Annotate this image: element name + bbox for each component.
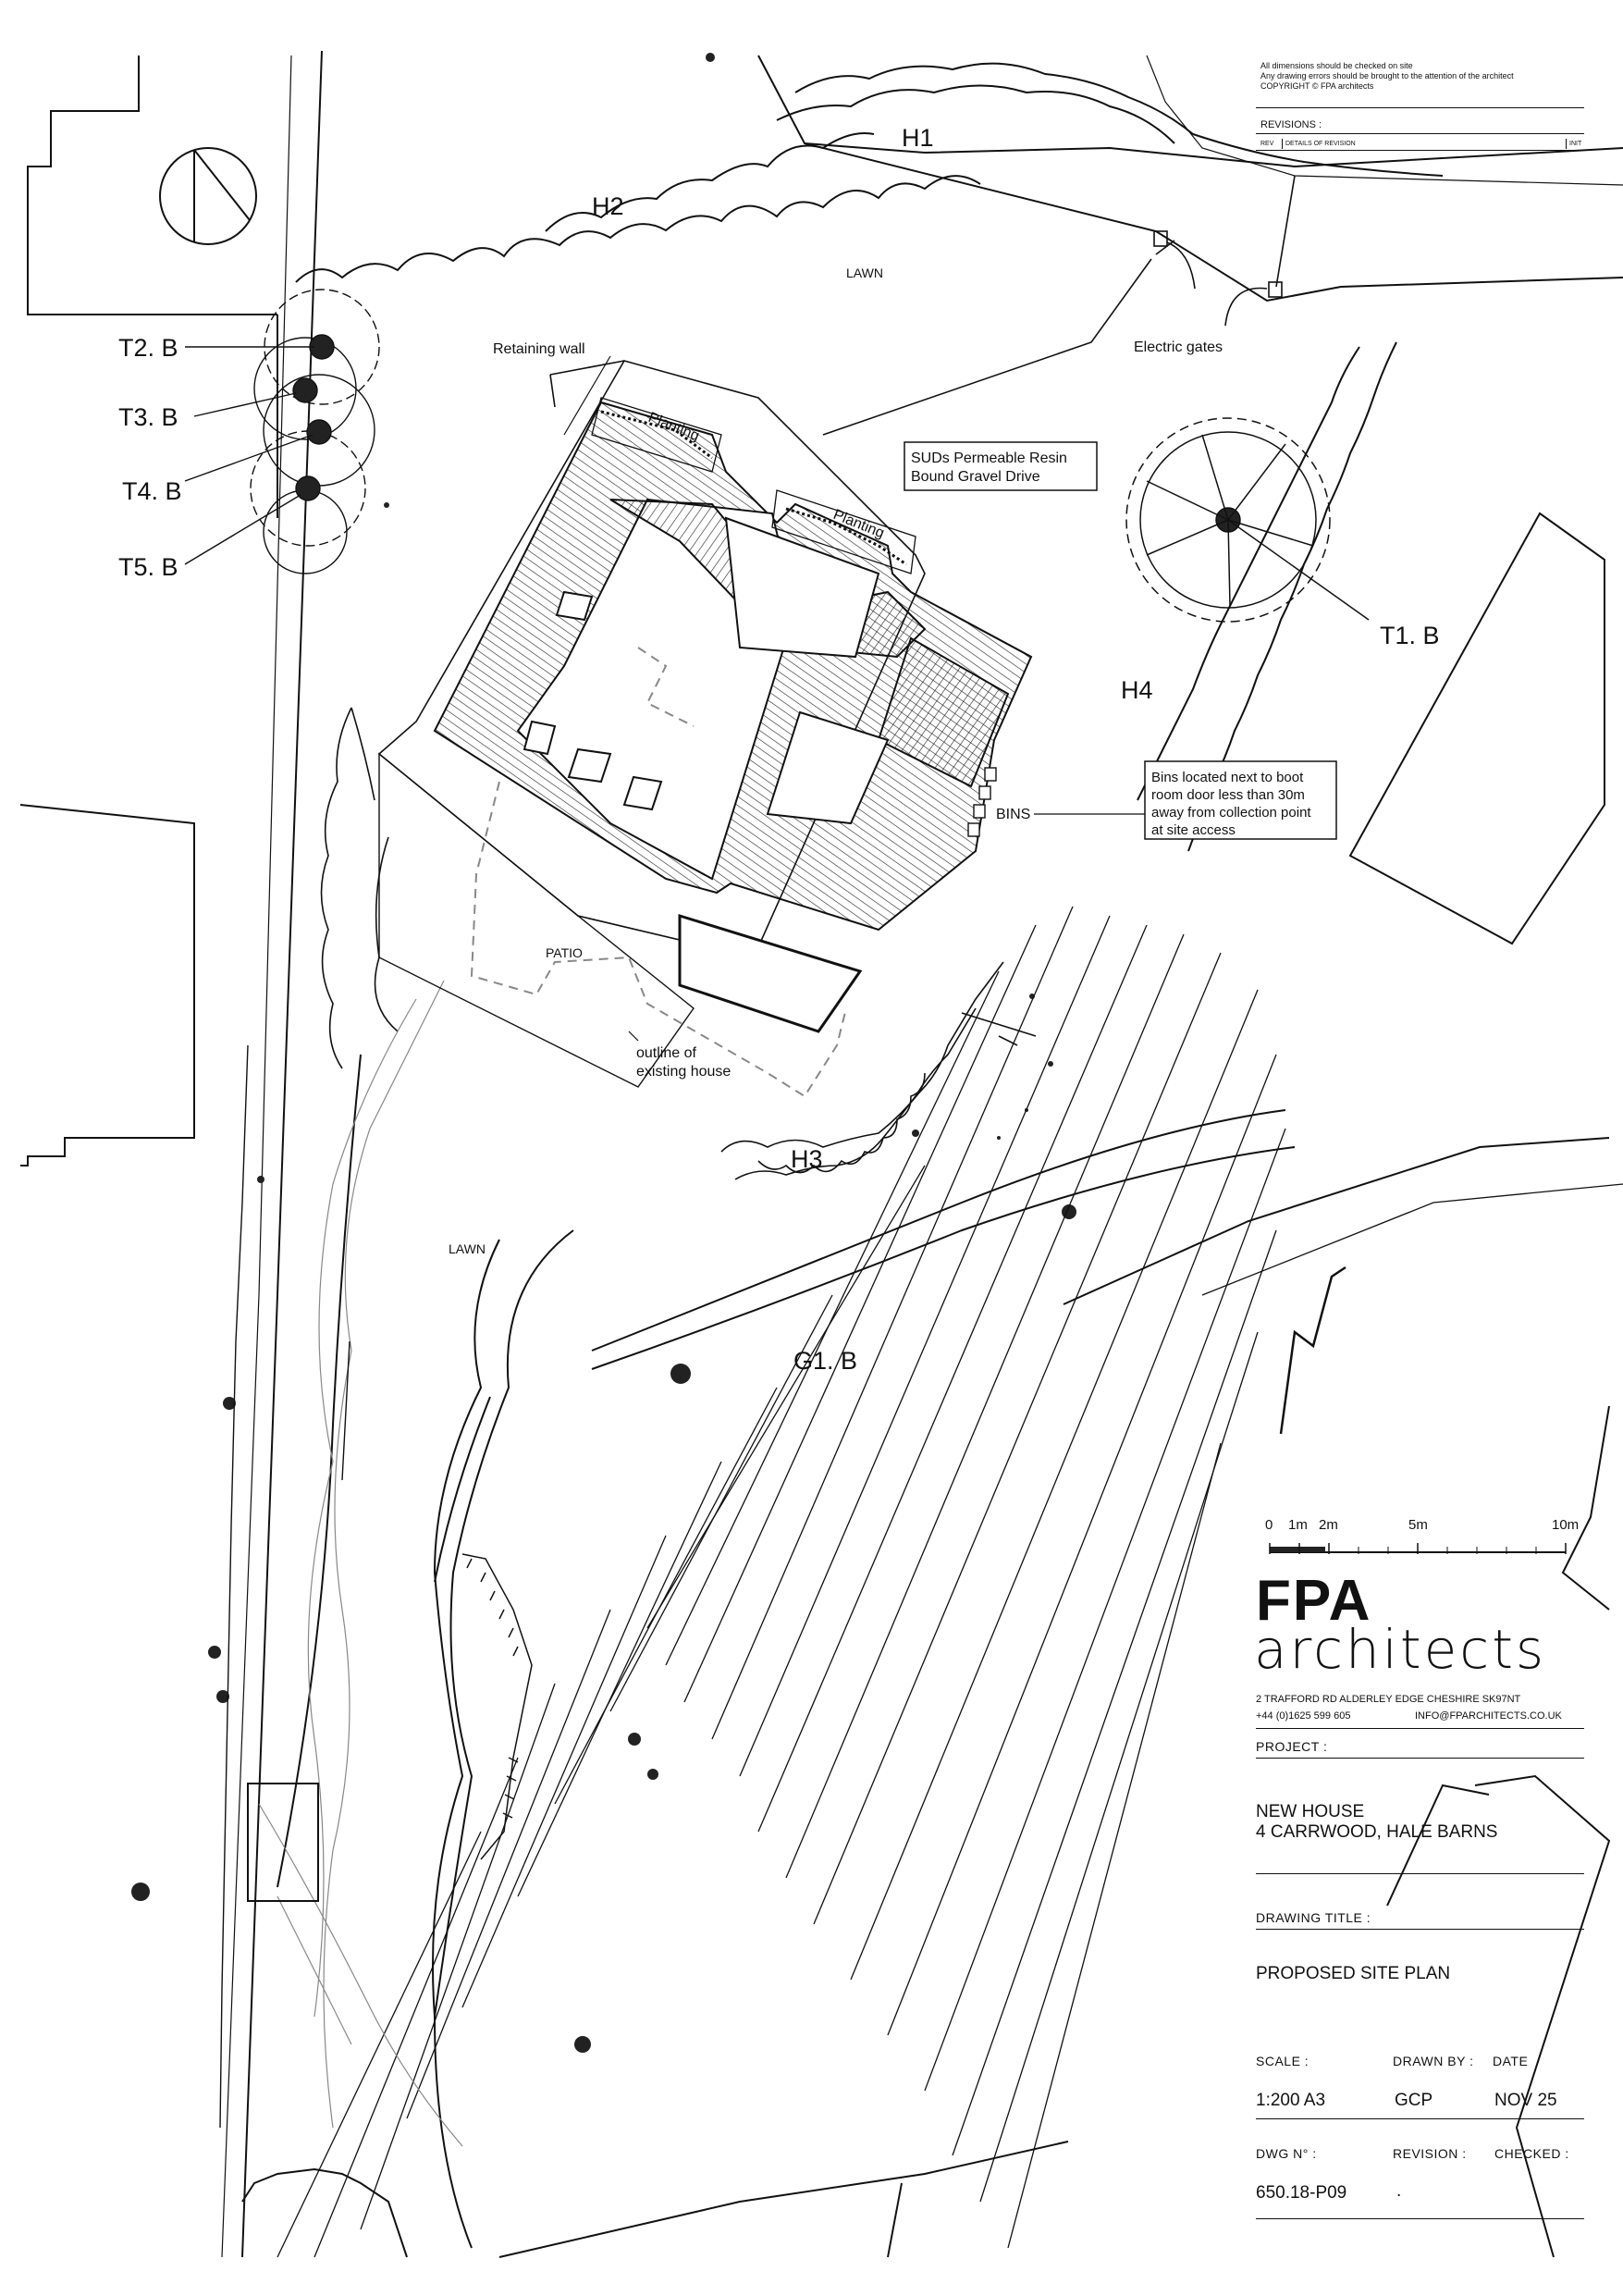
scale-value: 1:200 A3 bbox=[1256, 2091, 1326, 2110]
drawn-by-value: GCP bbox=[1395, 2091, 1433, 2110]
revisions-col-rev: REV bbox=[1260, 141, 1274, 147]
hedge-h1-h2 bbox=[295, 62, 1444, 283]
driveway bbox=[822, 175, 1296, 1046]
date-label: DATE bbox=[1493, 2054, 1529, 2068]
contour-lines bbox=[258, 980, 463, 2147]
rule-office bbox=[1256, 1728, 1584, 1729]
drawn-by-label: DRAWN BY : bbox=[1393, 2054, 1474, 2068]
label-outline-2: existing house bbox=[636, 1064, 731, 1080]
label-bins-note-1: Bins located next to boot bbox=[1151, 770, 1304, 785]
planting-beds bbox=[591, 397, 916, 574]
label-lawn-mid: LAWN bbox=[449, 1241, 486, 1256]
rule-bottom bbox=[1256, 2218, 1584, 2219]
north-arrow-icon bbox=[159, 147, 257, 245]
site-boundary bbox=[221, 50, 1623, 2258]
drawing-title: PROPOSED SITE PLAN bbox=[1256, 1964, 1451, 1983]
note-line-1: All dimensions should be checked on site bbox=[1260, 61, 1413, 70]
label-h2: H2 bbox=[592, 192, 624, 220]
label-outline-1: outline of bbox=[636, 1045, 696, 1061]
checked-label: CHECKED : bbox=[1494, 2146, 1569, 2161]
house-footprint bbox=[433, 401, 1033, 1033]
label-t5: T5. B bbox=[118, 553, 178, 581]
project-line-1: NEW HOUSE bbox=[1256, 1802, 1365, 1821]
label-t3: T3. B bbox=[118, 403, 178, 431]
logo-fpa: FPA bbox=[1256, 1569, 1372, 1633]
label-bins-note-4: at site access bbox=[1151, 822, 1236, 838]
drawing-title-heading: DRAWING TITLE : bbox=[1256, 1910, 1371, 1925]
date-value: NOV 25 bbox=[1494, 2091, 1557, 2110]
south-boundary bbox=[241, 2141, 1069, 2258]
dwg-label: DWG N° : bbox=[1256, 2146, 1317, 2161]
office-address: 2 TRAFFORD RD ALDERLEY EDGE CHESHIRE SK9… bbox=[1256, 1694, 1521, 1705]
label-suds-1: SUDs Permeable Resin bbox=[911, 451, 1067, 466]
scale-bar: 0 1m 2m 5m 10m bbox=[1265, 1517, 1579, 1563]
existing-house-outline bbox=[470, 647, 847, 1098]
rule-project-end bbox=[1256, 1873, 1584, 1874]
rule-project bbox=[1256, 1758, 1584, 1759]
bins-icon bbox=[967, 767, 997, 837]
scale-tick-2m: 2m bbox=[1319, 1517, 1338, 1533]
label-bins-note-3: away from collection point bbox=[1151, 805, 1311, 821]
label-electric-gates: Electric gates bbox=[1134, 339, 1223, 355]
small-tree-dots bbox=[131, 53, 1076, 2053]
project-heading: PROJECT : bbox=[1256, 1739, 1328, 1754]
label-t2: T2. B bbox=[118, 334, 178, 362]
label-patio: PATIO bbox=[546, 945, 583, 960]
label-h1: H1 bbox=[902, 124, 934, 152]
neighbour-building-w bbox=[19, 804, 195, 1167]
label-bins: BINS bbox=[996, 807, 1030, 822]
label-suds-2: Bound Gravel Drive bbox=[911, 469, 1040, 485]
west-planting-bed bbox=[320, 707, 399, 1069]
rule-meta bbox=[1256, 2118, 1584, 2119]
dwg-value: 650.18-P09 bbox=[1256, 2183, 1347, 2203]
revisions-col-details: DETAILS OF REVISION bbox=[1282, 139, 1356, 149]
patio-area bbox=[378, 752, 695, 1088]
revisions-title: REVISIONS : bbox=[1260, 119, 1322, 130]
stream-edges bbox=[277, 1054, 1296, 2249]
bins-note-box bbox=[1144, 760, 1337, 840]
scale-tick-0: 0 bbox=[1265, 1517, 1273, 1533]
label-t4: T4. B bbox=[122, 477, 182, 505]
logo-architects: architects bbox=[1254, 1618, 1547, 1681]
title-block: All dimensions should be checked on site… bbox=[1254, 56, 1598, 2257]
label-bins-note-2: room door less than 30m bbox=[1151, 787, 1305, 803]
rule-revisions-2 bbox=[1256, 150, 1584, 151]
suds-note-box bbox=[904, 441, 1098, 491]
neighbour-building-nw bbox=[27, 56, 277, 315]
scale-tick-5m: 5m bbox=[1408, 1517, 1428, 1533]
revision-label: REVISION : bbox=[1393, 2146, 1467, 2161]
office-email: INFO@FPARCHITECTS.CO.UK bbox=[1415, 1710, 1562, 1722]
label-h4: H4 bbox=[1121, 676, 1153, 704]
scale-label: SCALE : bbox=[1256, 2054, 1309, 2068]
office-phone: +44 (0)1625 599 605 bbox=[1256, 1710, 1351, 1722]
tree-t1 bbox=[1125, 417, 1370, 623]
hatched-ground bbox=[277, 906, 1286, 2258]
scale-bar-graphic bbox=[1269, 1543, 1567, 1554]
label-t1: T1. B bbox=[1380, 622, 1440, 649]
west-fence bbox=[219, 1044, 350, 2129]
scale-tick-10m: 10m bbox=[1552, 1517, 1580, 1533]
label-h3: H3 bbox=[791, 1145, 823, 1173]
label-retaining-wall: Retaining wall bbox=[493, 341, 585, 357]
revisions-col-init: INIT bbox=[1566, 139, 1581, 149]
tree-group-t2-t5 bbox=[184, 289, 380, 574]
project-line-2: 4 CARRWOOD, HALE BARNS bbox=[1256, 1822, 1498, 1842]
note-line-2: Any drawing errors should be brought to … bbox=[1260, 71, 1514, 80]
rule-revisions-1 bbox=[1256, 133, 1584, 134]
hedge-h3 bbox=[720, 961, 1004, 1180]
label-g1: G1. B bbox=[793, 1347, 857, 1375]
garden-store bbox=[247, 1783, 319, 1902]
scale-tick-1m: 1m bbox=[1288, 1517, 1308, 1533]
rule-drawing bbox=[1256, 1929, 1584, 1930]
label-lawn-top: LAWN bbox=[846, 265, 883, 280]
note-line-3: COPYRIGHT © FPA architects bbox=[1260, 81, 1374, 91]
neighbour-building-e bbox=[1348, 512, 1605, 945]
hedge-h4 bbox=[1137, 341, 1397, 852]
revision-value: . bbox=[1396, 2181, 1402, 2201]
bank-steps bbox=[461, 1553, 533, 1860]
rule-notes bbox=[1256, 107, 1584, 108]
